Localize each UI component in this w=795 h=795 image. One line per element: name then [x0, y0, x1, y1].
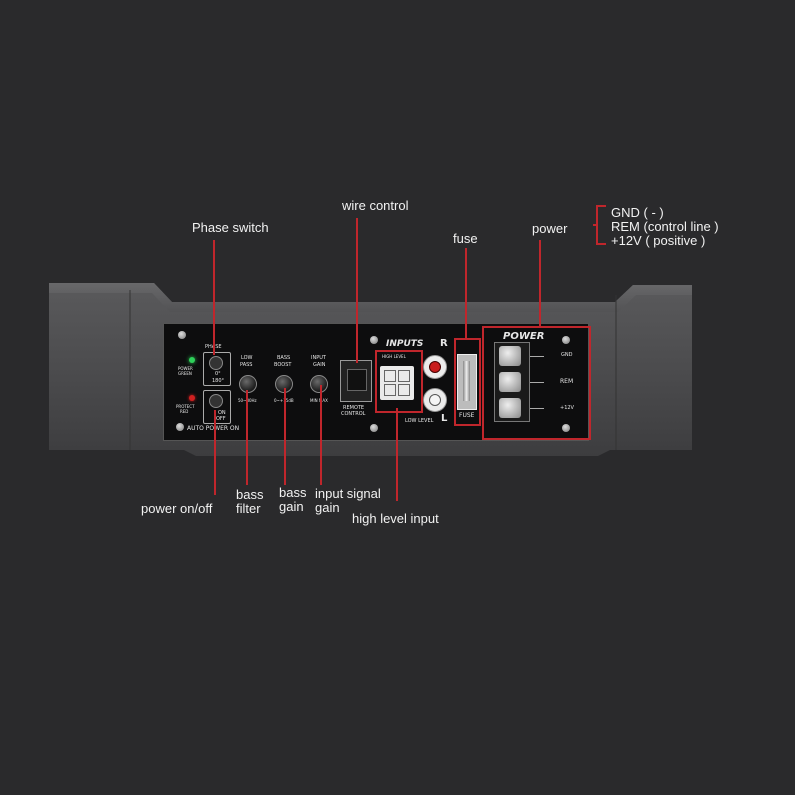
on-label: ON — [218, 410, 226, 416]
high-level-highlight — [375, 350, 423, 413]
inputs-r-label: R — [440, 338, 448, 349]
bass-gain-callout-1: bass — [279, 485, 307, 500]
bass-filter-callout-1: bass — [236, 487, 264, 502]
screw — [370, 336, 378, 344]
screw — [370, 424, 378, 432]
inputs-l-label: L — [441, 413, 448, 424]
rca-input-right[interactable] — [423, 355, 447, 379]
input-gain-range: MIN MAX — [310, 398, 328, 403]
bass-boost-range: 0~+15dB — [274, 398, 294, 403]
power-switch[interactable] — [203, 390, 231, 424]
rem-panel-label: REM — [560, 378, 574, 385]
remote-control-label-2: CONTROL — [341, 411, 366, 417]
v12-callout: +12V ( positive ) — [611, 233, 706, 248]
phase-180-label: 180° — [212, 378, 225, 384]
remote-control-label-1: REMOTE — [343, 405, 365, 411]
screw — [178, 331, 186, 339]
power-bracket — [593, 205, 606, 245]
low-level-label: LOW LEVEL — [405, 418, 434, 424]
phase-leader — [213, 240, 215, 355]
auto-power-on-label: AUTO POWER ON — [187, 425, 240, 432]
low-pass-knob[interactable] — [239, 375, 257, 393]
v12-terminal[interactable] — [499, 398, 521, 418]
power-highlight — [482, 326, 591, 440]
phase-switch[interactable] — [203, 352, 231, 386]
input-gain-label-1: INPUT — [311, 355, 326, 361]
phase-switch-callout: Phase switch — [192, 220, 269, 235]
gnd-callout: GND ( - ) — [611, 205, 664, 220]
gnd-terminal[interactable] — [499, 346, 521, 366]
rca-input-left[interactable] — [423, 388, 447, 412]
power-green-label-2: GREEN — [178, 371, 192, 376]
fuse-leader — [465, 248, 467, 340]
rem-terminal[interactable] — [499, 372, 521, 392]
power-onoff-leader — [214, 410, 216, 495]
bass-gain-leader — [284, 388, 286, 485]
power-onoff-callout: power on/off — [141, 501, 213, 516]
input-gain-label-2: GAIN — [313, 362, 326, 368]
power-green-label-1: POWER — [178, 366, 193, 371]
protect-red-label-1: PROTECT — [176, 404, 195, 409]
input-gain-callout-2: gain — [315, 500, 340, 515]
bass-filter-leader — [246, 390, 248, 485]
high-level-input-callout: high level input — [352, 511, 439, 526]
bass-boost-label-1: BASS — [277, 355, 291, 361]
off-label: OFF — [216, 416, 226, 422]
bass-filter-callout-2: filter — [236, 501, 261, 516]
screw — [562, 424, 570, 432]
input-gain-callout-1: input signal — [315, 486, 381, 501]
remote-control-port[interactable] — [340, 360, 372, 402]
fuse-callout: fuse — [453, 231, 478, 246]
inputs-label: INPUTS — [386, 339, 424, 349]
input-gain-knob[interactable] — [310, 375, 328, 393]
screw — [562, 336, 570, 344]
high-level-label: HIGH LEVEL — [382, 354, 406, 359]
fuse-highlight — [454, 338, 481, 426]
power-callout: power — [532, 221, 568, 236]
v12-panel-label: +12V — [560, 405, 574, 411]
bass-gain-callout-2: gain — [279, 499, 304, 514]
screw — [176, 423, 184, 431]
input-gain-leader — [320, 385, 322, 485]
rem-callout: REM (control line ) — [611, 219, 719, 234]
protect-led — [189, 395, 195, 401]
fuse-panel-label: FUSE — [459, 412, 475, 419]
protect-red-label-2: RED — [180, 409, 189, 414]
phase-0-label: 0° — [215, 371, 221, 377]
low-pass-label-2: PASS — [240, 362, 253, 368]
wire-control-callout: wire control — [342, 198, 409, 213]
high-level-connector[interactable] — [380, 366, 414, 400]
wire-control-leader — [356, 218, 358, 363]
low-pass-label-1: LOW — [241, 355, 253, 361]
power-led — [189, 357, 195, 363]
gnd-panel-label: GND — [561, 352, 573, 358]
fuse-holder[interactable] — [457, 354, 477, 410]
high-level-leader — [396, 408, 398, 501]
bass-boost-label-2: BOOST — [274, 362, 292, 368]
power-panel-label: POWER — [503, 331, 545, 342]
power-leader — [539, 240, 541, 328]
